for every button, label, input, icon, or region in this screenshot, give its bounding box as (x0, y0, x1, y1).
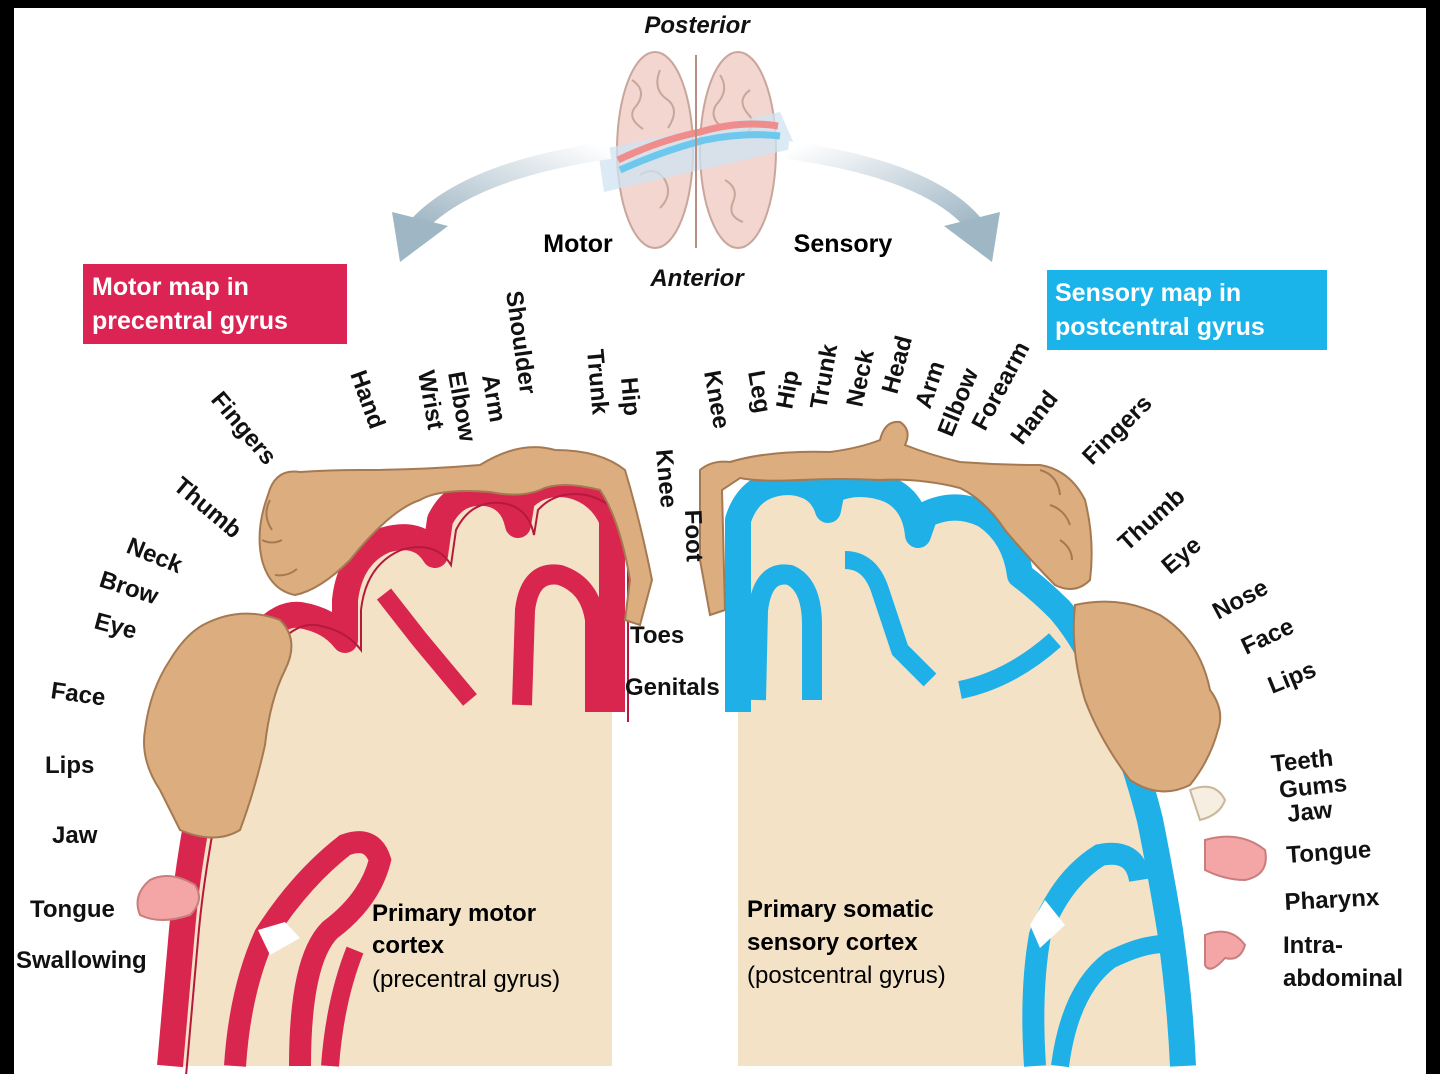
motor-map-box: Motor map in precentral gyrus (83, 264, 347, 344)
motor-label-swallowing: Swallowing (16, 947, 147, 974)
sensory-label-intra: Intra- (1283, 932, 1343, 959)
motor-homunculus (136, 446, 654, 921)
motor-arrow-label: Motor (543, 230, 613, 258)
motor-label-toes: Toes (630, 622, 684, 649)
sensory-label-pharynx: Pharynx (1284, 884, 1381, 916)
motor-label-foot: Foot (679, 509, 708, 562)
motor-label-genitals: Genitals (625, 674, 720, 701)
motor-label-lips: Lips (45, 752, 94, 779)
posterior-label: Posterior (644, 12, 751, 39)
sensory-label-teeth: Teeth (1270, 745, 1335, 778)
brain-top-view (598, 51, 796, 249)
sensory-label-abdominal: abdominal (1283, 965, 1403, 992)
sensory-map-title-line1: Sensory map in (1055, 279, 1241, 307)
motor-label-jaw: Jaw (52, 822, 98, 849)
sensory-label-tongue: Tongue (1286, 836, 1373, 869)
sensory-cortex-section (725, 469, 1196, 1068)
motor-caption-line1: Primary motor (372, 900, 536, 927)
sensory-label-jaw: Jaw (1286, 796, 1334, 828)
sensory-homunculus (699, 420, 1267, 970)
motor-label-tongue: Tongue (30, 896, 115, 923)
sensory-cortex-caption: Primary somatic sensory cortex (postcent… (747, 896, 946, 989)
sensory-caption-line1: Primary somatic (747, 896, 934, 923)
sensory-label-hip: Hip (771, 368, 804, 411)
anterior-label: Anterior (649, 265, 745, 292)
motor-label-knee: Knee (650, 448, 682, 509)
motor-cortex-caption: Primary motor cortex (precentral gyrus) (372, 900, 560, 993)
sensory-arrow-label: Sensory (794, 230, 893, 258)
motor-caption-line2: cortex (372, 932, 445, 959)
motor-map-title-line1: Motor map in (92, 273, 249, 301)
motor-caption-line3: (precentral gyrus) (372, 966, 560, 993)
sensory-caption-line3: (postcentral gyrus) (747, 962, 946, 989)
precentral-strip (616, 120, 779, 164)
postcentral-strip (618, 131, 781, 174)
motor-label-trunk: Trunk (581, 348, 614, 416)
motor-map-title-line2: precentral gyrus (92, 307, 288, 335)
motor-label-hip: Hip (615, 376, 645, 417)
motor-arrow (392, 141, 612, 262)
sensory-map-box: Sensory map in postcentral gyrus (1047, 270, 1327, 350)
sensory-map-title-line2: postcentral gyrus (1055, 313, 1265, 341)
sensory-arrow (786, 141, 1000, 262)
sensory-caption-line2: sensory cortex (747, 929, 918, 956)
